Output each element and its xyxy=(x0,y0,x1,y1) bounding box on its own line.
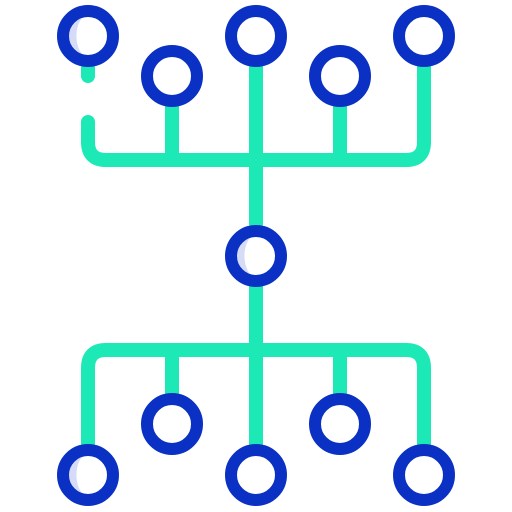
node-bottom-2 xyxy=(141,393,203,455)
node-bottom-1 xyxy=(57,444,119,506)
node-fill xyxy=(315,51,365,101)
node-fill xyxy=(231,11,281,61)
node-fill xyxy=(399,11,449,61)
node-top-2 xyxy=(141,45,203,107)
node-outline xyxy=(225,444,287,506)
node-fill xyxy=(147,399,197,449)
node-bottom-3 xyxy=(225,444,287,506)
node-top-1 xyxy=(57,5,119,67)
node-outline xyxy=(57,5,119,67)
node-highlight xyxy=(67,454,88,496)
node-outline xyxy=(393,5,455,67)
node-outline xyxy=(225,5,287,67)
node-top-4 xyxy=(309,45,371,107)
node-fill xyxy=(315,399,365,449)
node-outline xyxy=(309,45,371,107)
node-circles xyxy=(57,5,455,506)
node-fill xyxy=(231,450,281,500)
connector-lines xyxy=(81,59,431,451)
node-outline xyxy=(57,444,119,506)
node-bottom-4 xyxy=(309,393,371,455)
node-highlight xyxy=(235,235,256,277)
node-outline xyxy=(141,393,203,455)
node-outline xyxy=(141,45,203,107)
bottom-bus-line xyxy=(81,343,431,451)
node-outline xyxy=(309,393,371,455)
node-highlight xyxy=(67,15,88,57)
node-top-5 xyxy=(393,5,455,67)
node-fill xyxy=(399,450,449,500)
node-top-3 xyxy=(225,5,287,67)
node-bottom-5 xyxy=(393,444,455,506)
node-outline xyxy=(393,444,455,506)
node-center xyxy=(225,225,287,287)
node-fill xyxy=(147,51,197,101)
node-outline xyxy=(225,225,287,287)
